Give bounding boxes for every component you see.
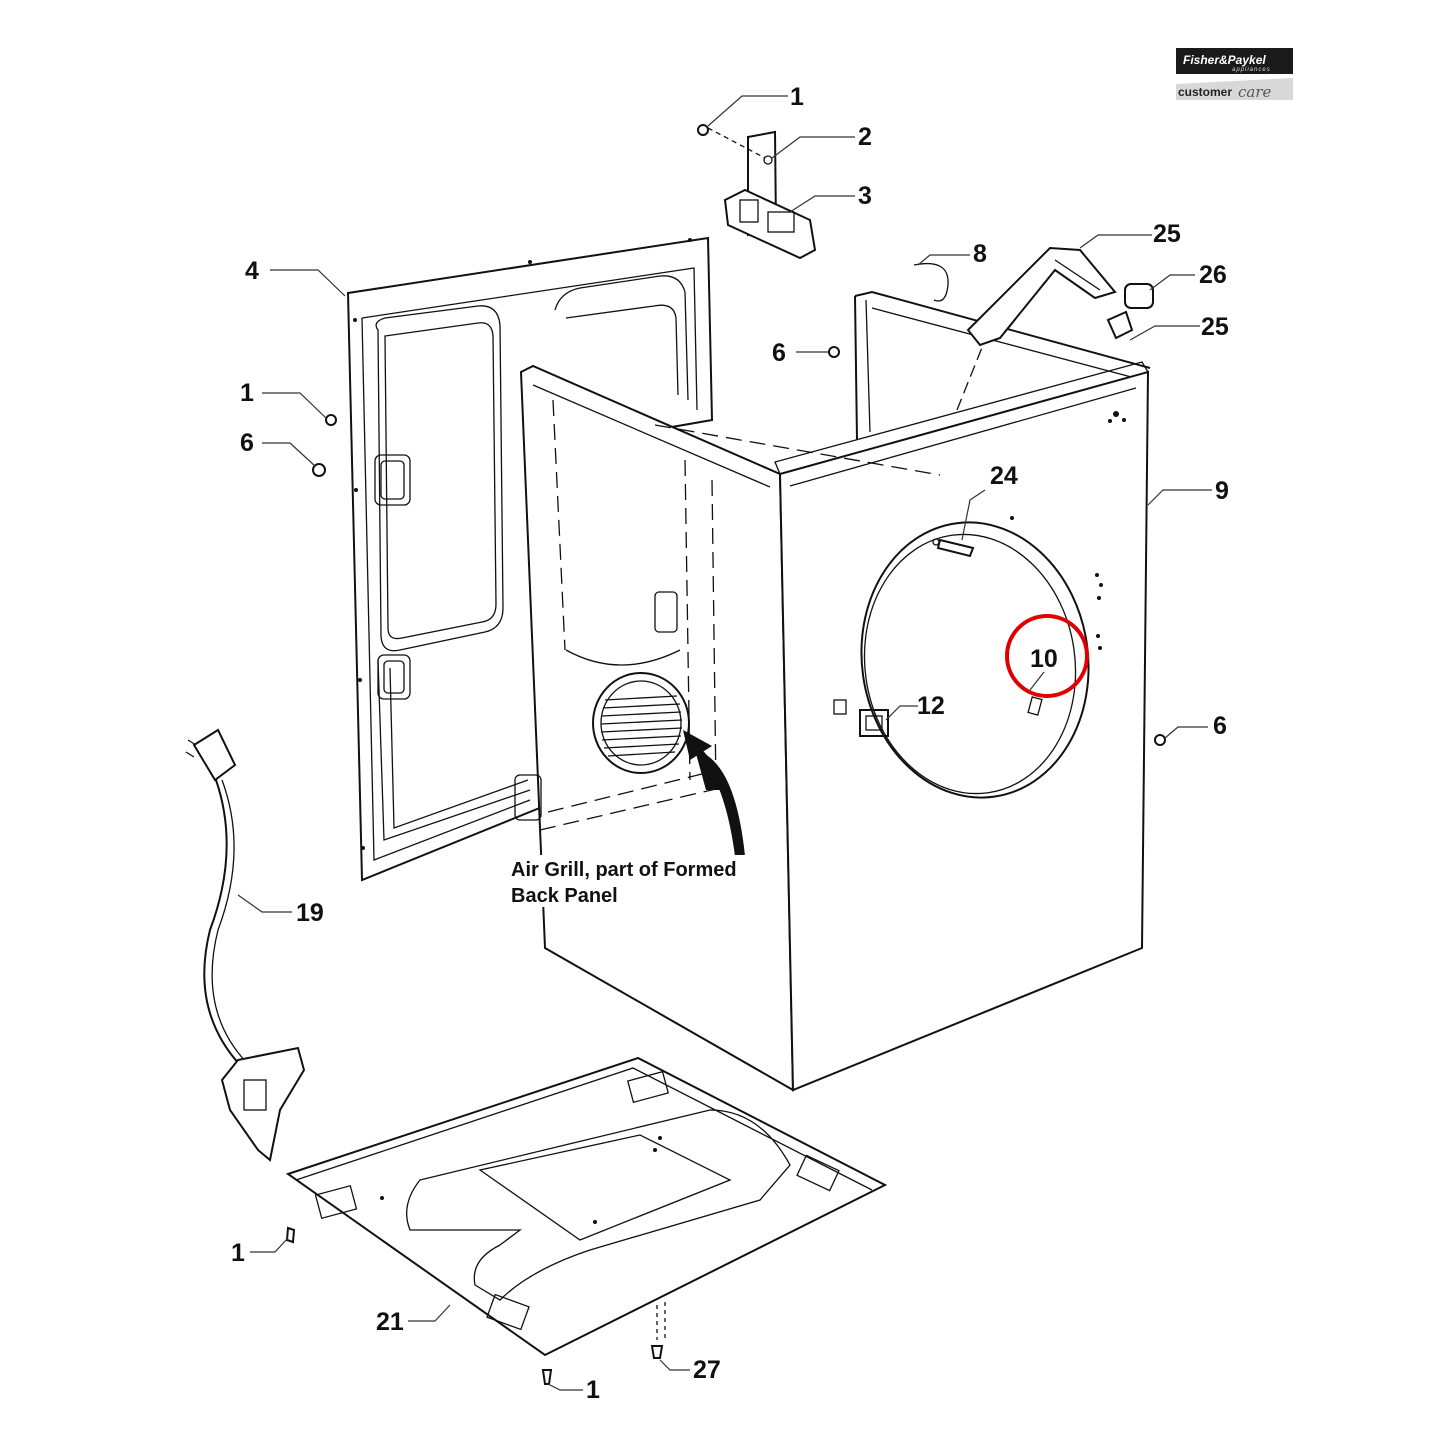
- part-10-slot: [1027, 696, 1043, 716]
- screw-27: [650, 1302, 666, 1359]
- callout-1-base-bottom: 1: [586, 1376, 600, 1404]
- handle-25: [966, 246, 1117, 347]
- hinge-bracket-assembly: [707, 127, 817, 260]
- callout-26: 26: [1199, 261, 1227, 289]
- brand-logo-badge: [1176, 48, 1293, 74]
- nut-6-left: [312, 463, 326, 477]
- screw-1-base-bottom: [541, 1369, 553, 1385]
- screw-1-left: [325, 414, 337, 426]
- callout-10: 10: [1030, 645, 1058, 673]
- base-plate: [285, 1056, 888, 1357]
- callout-1-base-left: 1: [231, 1239, 245, 1267]
- brand-logo: Fisher&Paykel appliances customer care: [1176, 48, 1293, 101]
- callout-6-mid: 6: [772, 339, 786, 367]
- service-suffix: care: [1238, 83, 1272, 101]
- callout-9: 9: [1215, 477, 1229, 505]
- power-cord: [185, 728, 306, 1162]
- screw-25: [1106, 310, 1134, 340]
- leader-lines: [237, 95, 1212, 1391]
- brand-name: Fisher&Paykel: [1183, 53, 1266, 67]
- care-swoosh: [1176, 78, 1293, 100]
- callout-6-left: 6: [240, 429, 254, 457]
- callout-27: 27: [693, 1356, 721, 1384]
- callout-21: 21: [376, 1308, 404, 1336]
- air-grill: [592, 672, 690, 774]
- screw-24: [932, 538, 975, 558]
- callout-25-low: 25: [1201, 313, 1229, 341]
- highlight-circle: [1005, 614, 1089, 698]
- callout-12: 12: [917, 692, 945, 720]
- callout-4: 4: [245, 257, 259, 285]
- callout-1-top: 1: [790, 83, 804, 111]
- nut-6-mid: [828, 346, 840, 358]
- callout-24: 24: [990, 462, 1018, 490]
- service-prefix: customer: [1178, 85, 1232, 99]
- callout-8: 8: [973, 240, 987, 268]
- brand-subtitle: appliances: [1232, 67, 1271, 73]
- nut-6-right: [1154, 734, 1166, 746]
- part-12-catch: [859, 709, 889, 737]
- callout-6-right: 6: [1213, 712, 1227, 740]
- screw-1-top: [697, 124, 709, 136]
- annotation-backdrop: [508, 855, 766, 907]
- annotation-line-2: Back Panel: [511, 885, 618, 907]
- callout-25-top: 25: [1153, 220, 1181, 248]
- callout-3: 3: [858, 182, 872, 210]
- screw-1-base-left: [285, 1226, 296, 1244]
- wire-clip-8: [913, 262, 949, 302]
- callout-2: 2: [858, 123, 872, 151]
- callout-1-left: 1: [240, 379, 254, 407]
- callout-19: 19: [296, 899, 324, 927]
- air-grill-arrow: [683, 730, 745, 857]
- annotation-line-1: Air Grill, part of Formed: [511, 859, 737, 881]
- knob-26: [1124, 283, 1154, 309]
- cabinet: [514, 290, 1151, 1092]
